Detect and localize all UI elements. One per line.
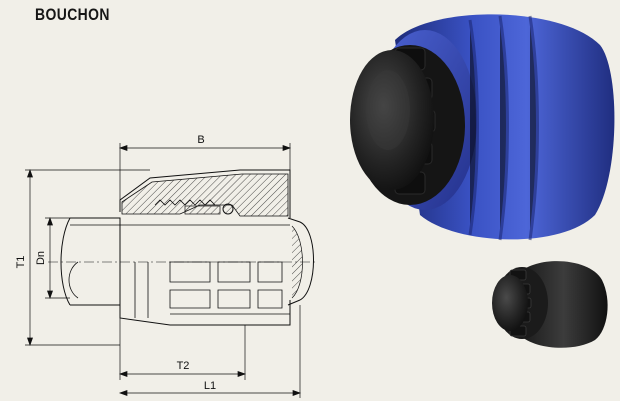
product-title: BOUCHON — [35, 5, 110, 24]
dim-label-l1: L1 — [204, 380, 216, 392]
section-view — [48, 169, 318, 326]
dim-label-b: B — [197, 134, 204, 146]
large-cap-image — [350, 14, 615, 241]
small-cap-image — [492, 261, 608, 348]
dim-label-t1: T1 — [15, 256, 27, 269]
dim-label-dn: Dn — [35, 251, 47, 265]
dimension-lines — [25, 143, 302, 398]
dim-label-t2: T2 — [177, 360, 190, 372]
